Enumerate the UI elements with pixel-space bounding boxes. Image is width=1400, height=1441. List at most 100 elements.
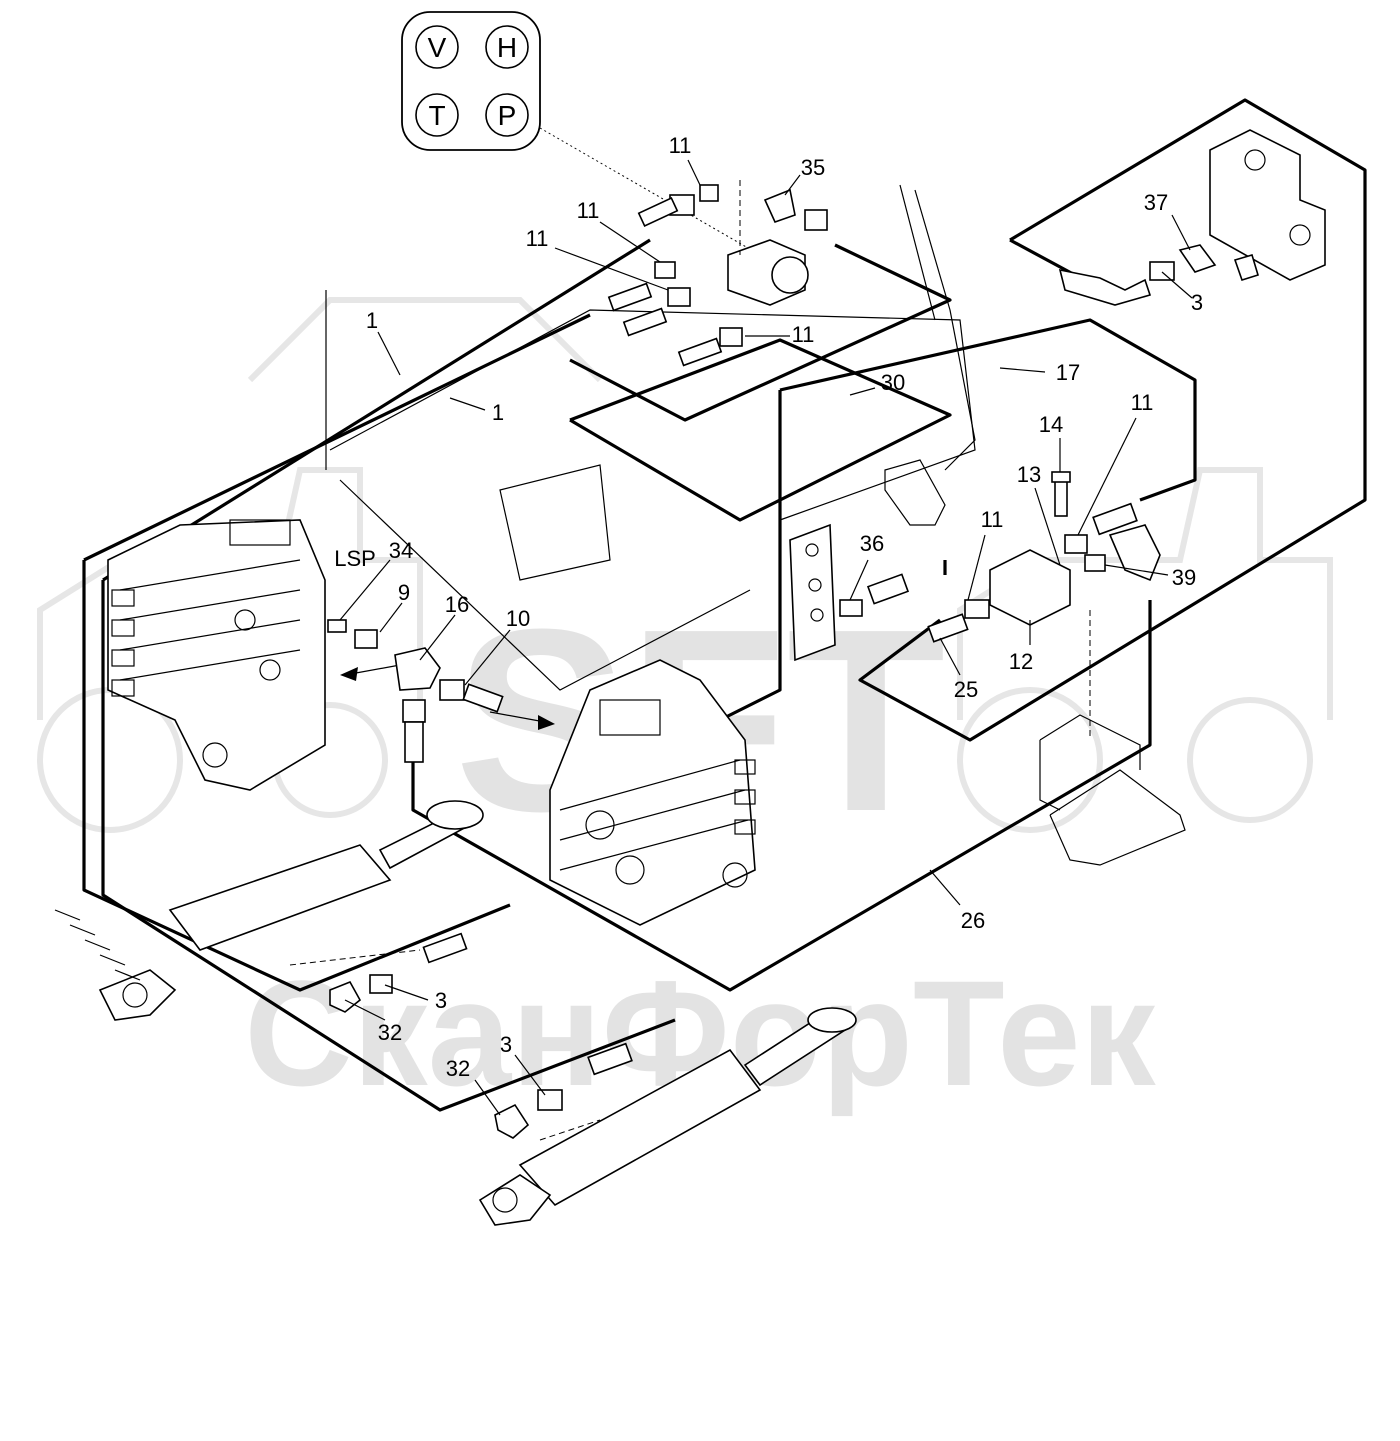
valve-block-35-port [771,256,809,294]
callout-36: 36 [860,531,884,556]
hose-end-10 [462,683,504,713]
callout-13: 13 [1017,462,1041,487]
hose-end-26 [404,721,424,763]
tee-block-37-port-1 [1244,149,1266,171]
tee-16 [394,647,441,691]
control-valve-left [107,519,326,791]
port-h-circle [485,25,529,69]
port-t-circle [415,93,459,137]
mount-bracket-upper [1039,714,1141,811]
hose-route-30 [569,338,952,522]
callout-37: 37 [1144,190,1168,215]
centerline-fittings-mid [289,949,421,966]
hose-end-top [637,196,679,228]
callout-26: 26 [961,908,985,933]
tee-32-upper [329,980,362,1013]
frame-bracket [884,459,946,526]
port-p-circle [485,93,529,137]
control-valve-right-sections [559,699,756,888]
bolt-14-head [1051,471,1071,483]
fitting-11-block-right [1064,534,1088,554]
frame-floor-left [339,479,751,691]
hose-end-25 [927,613,969,643]
block-12 [989,549,1071,626]
hose-end-36 [866,573,910,605]
hose-end-11-right [1092,502,1138,536]
callout-34: 34 [389,538,413,563]
watermark-tractor-right [957,467,1333,833]
callout-11-c: 11 [526,226,549,251]
manifold-36 [789,523,836,662]
port-legend: V H T P [401,11,761,256]
fitting-11-low [719,327,743,347]
cylinder-lower-rod-eye [807,1007,857,1033]
port-legend-pointer [539,127,761,256]
callout-lsp: LSP [334,546,376,571]
tee-block-37-port-2 [1289,224,1311,246]
callout-11-e: 11 [1131,390,1154,415]
callout-3-c: 3 [500,1032,512,1057]
fitting-26-top [402,699,426,723]
port-v-label: V [428,32,447,63]
center-lines [289,180,1091,1141]
elbow-37 [1233,254,1259,281]
control-valve-left-body [107,519,326,791]
hose-route-1-upper [83,313,591,562]
callout-1-a: 1 [366,308,378,333]
fitting-10 [439,679,465,701]
fitting-3-mid [369,974,393,994]
flow-arrows [340,664,555,730]
fitting-11-mid [654,261,676,279]
manifold-36-port-2 [808,578,822,592]
flow-arrow-right-head [538,715,555,730]
callout-35: 35 [801,155,825,180]
fitting-11-top-b [699,184,719,202]
frame-panel [499,464,611,581]
port-h-label: H [497,32,517,63]
fitting-34 [327,619,347,633]
manifold-36-port-3 [810,608,824,622]
callout-11-f: 11 [981,507,1004,532]
tee-32-lower [494,1103,530,1139]
control-valve-left-sections [111,519,301,768]
callout-11-a: 11 [669,133,692,158]
fitting-36 [839,599,863,617]
centerline-fittings-lower [539,1119,601,1141]
callout-17: 17 [1056,360,1080,385]
mount-bracket-lower [1049,769,1186,866]
cylinders [54,800,857,1226]
hose-end-39 [1108,524,1161,582]
cylinder-upper-hose-coil [54,909,141,981]
cylinder-upper-base-hole [122,982,148,1008]
fitting-39 [1084,554,1106,572]
callout-11-b: 11 [577,198,600,223]
hose-route-1b-upper [102,238,651,582]
callout-32-b: 32 [446,1056,470,1081]
hose-route-35 [569,243,952,422]
port-p-label: P [498,100,517,131]
hose-end-37 [1058,268,1152,306]
callout-12: 12 [1009,649,1033,674]
callout-25: 25 [954,677,978,702]
callout-16: 16 [445,592,469,617]
fittings [327,129,1326,1139]
cylinder-upper-barrel [168,844,392,951]
frame-cab-outline [329,309,976,521]
fitting-37 [1178,244,1217,273]
watermark-tractor-left [37,297,603,833]
callout-1-b: 1 [492,400,504,425]
flow-arrow-right-line [489,711,546,723]
fitting-11-block-left [964,599,990,619]
cylinder-upper-rod-eye [426,800,484,830]
port-v-circle [415,25,459,69]
hose-routes [82,98,1367,1112]
frame-post-right [899,184,976,471]
callout-30: 30 [881,370,905,395]
hose-end-mid-2 [622,307,668,337]
hose-route-37 [858,98,1367,742]
tee-block-37 [1209,129,1326,281]
callout-32-a: 32 [378,1020,402,1045]
callout-10: 10 [506,606,530,631]
hose-end-mid-1 [607,282,653,312]
